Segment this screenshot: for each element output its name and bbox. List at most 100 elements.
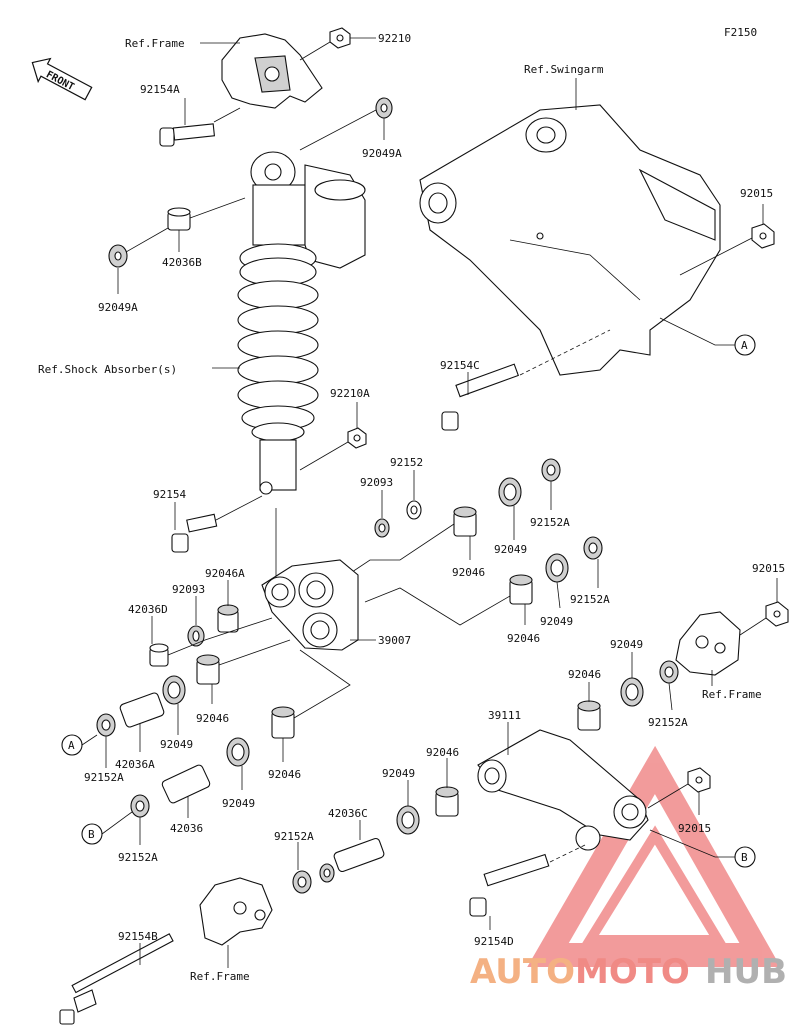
ring-92093-left: [187, 625, 205, 647]
label-92046-top: 92046: [452, 566, 485, 579]
watermark-logo: [527, 745, 781, 967]
label-92049-mid: 92049: [540, 615, 573, 628]
bolt-92154c: [441, 363, 520, 431]
ref-shock-absorber: Ref.Shock Absorber(s): [38, 363, 177, 376]
label-42036c: 42036C: [328, 807, 368, 820]
label-92049a-top: 92049A: [362, 147, 402, 160]
bearing-92046-bottom: [435, 786, 459, 817]
label-92046-left: 92046: [196, 712, 229, 725]
label-92154c: 92154C: [440, 359, 480, 372]
ref-frame-right: Ref.Frame: [702, 688, 762, 701]
collar-42036: [161, 764, 211, 804]
ring-92152a-top: [541, 458, 561, 482]
ring-92152: [406, 500, 422, 520]
label-92210a: 92210A: [330, 387, 370, 400]
label-92046-right: 92046: [568, 668, 601, 681]
seal-92049-top: [498, 477, 522, 507]
seal-92049-bottom: [396, 805, 420, 835]
bearing-92046a: [217, 604, 239, 633]
label-92049-left: 92049: [160, 738, 193, 751]
seal-92049-right: [620, 677, 644, 707]
ring-92152a-b: [130, 794, 150, 818]
label-42036d: 42036D: [128, 603, 168, 616]
label-92152a-top: 92152A: [530, 516, 570, 529]
watermark-moto: MOTO: [575, 952, 690, 992]
shock-spring: [237, 280, 319, 410]
ring-92152a-mid: [583, 536, 603, 560]
label-92154: 92154: [153, 488, 186, 501]
svg-text:B: B: [741, 851, 748, 864]
bearing-92046-left: [196, 654, 220, 685]
shock-absorber: [237, 151, 366, 495]
shaft-92154b: [59, 933, 174, 1025]
watermark-text: AUTO MOTO HUB: [470, 952, 787, 992]
label-92152: 92152: [390, 456, 423, 469]
label-92049-top: 92049: [494, 543, 527, 556]
label-92093-top: 92093: [360, 476, 393, 489]
bolt-92154d: [469, 853, 550, 917]
collar-42036d: [149, 643, 169, 667]
washer-92049a-left: [108, 244, 128, 268]
label-92046-bottom: 92046: [426, 746, 459, 759]
label-92046a: 92046A: [205, 567, 245, 580]
label-39007: 39007: [378, 634, 411, 647]
collar-42036c: [333, 837, 385, 873]
seal-92049-mid: [545, 553, 569, 583]
watermark-hub: HUB: [705, 952, 787, 992]
ring-92152a-a: [96, 713, 116, 737]
ring-92152a-bottom-small: [319, 863, 335, 883]
collar-42036b: [167, 207, 191, 231]
label-92049-lower: 92049: [222, 797, 255, 810]
nut-92015-top: [751, 223, 775, 249]
swingarm: [419, 104, 721, 376]
label-92152a-bottom: 92152A: [274, 830, 314, 843]
label-92154b: 92154B: [118, 930, 158, 943]
label-92049-right: 92049: [610, 638, 643, 651]
figure-code: F2150: [724, 26, 757, 39]
label-92152a-mid: 92152A: [570, 593, 610, 606]
nut-92015-bottom: [687, 767, 711, 793]
label-92049a-left: 92049A: [98, 301, 138, 314]
label-42036: 42036: [170, 822, 203, 835]
label-42036a: 42036A: [115, 758, 155, 771]
label-92210: 92210: [378, 32, 411, 45]
ring-92152a-bottom: [292, 870, 312, 894]
washer-92049a-top: [375, 97, 393, 119]
rocker-39007: [261, 559, 359, 651]
label-39111: 39111: [488, 709, 521, 722]
tie-rod-39111: [477, 729, 649, 851]
callout-b-right: B: [734, 846, 756, 868]
label-92015-top: 92015: [740, 187, 773, 200]
bolt-92154: [171, 513, 218, 553]
ring-92152a-right: [659, 660, 679, 684]
label-92015-right: 92015: [752, 562, 785, 575]
bearing-92046-lower: [271, 706, 295, 739]
frame-bracket-top: [221, 33, 323, 109]
bolt-92154a: [159, 123, 216, 147]
seal-92049-left: [162, 675, 186, 705]
front-arrow-icon: FRONT: [31, 57, 93, 101]
watermark-auto: AUTO: [470, 952, 575, 992]
svg-text:A: A: [741, 339, 748, 352]
ref-frame-bottom: Ref.Frame: [190, 970, 250, 983]
label-92154d: 92154D: [474, 935, 514, 948]
label-92152a-right: 92152A: [648, 716, 688, 729]
callout-a-left: A: [61, 734, 83, 756]
label-92154a: 92154A: [140, 83, 180, 96]
label-92046-lower: 92046: [268, 768, 301, 781]
collar-42036a: [119, 692, 165, 728]
frame-bracket-bottom: [199, 877, 273, 946]
callout-b-left: B: [81, 823, 103, 845]
label-92049-bottom: 92049: [382, 767, 415, 780]
ref-swingarm: Ref.Swingarm: [524, 63, 604, 76]
label-92046-mid: 92046: [507, 632, 540, 645]
label-92015-bottom: 92015: [678, 822, 711, 835]
seal-92049-lower: [226, 737, 250, 767]
svg-text:A: A: [68, 739, 75, 752]
bearing-92046-top: [453, 506, 477, 537]
nut-92210: [329, 27, 351, 49]
svg-text:B: B: [88, 828, 95, 841]
label-42036b: 42036B: [162, 256, 202, 269]
label-92152a-b: 92152A: [118, 851, 158, 864]
